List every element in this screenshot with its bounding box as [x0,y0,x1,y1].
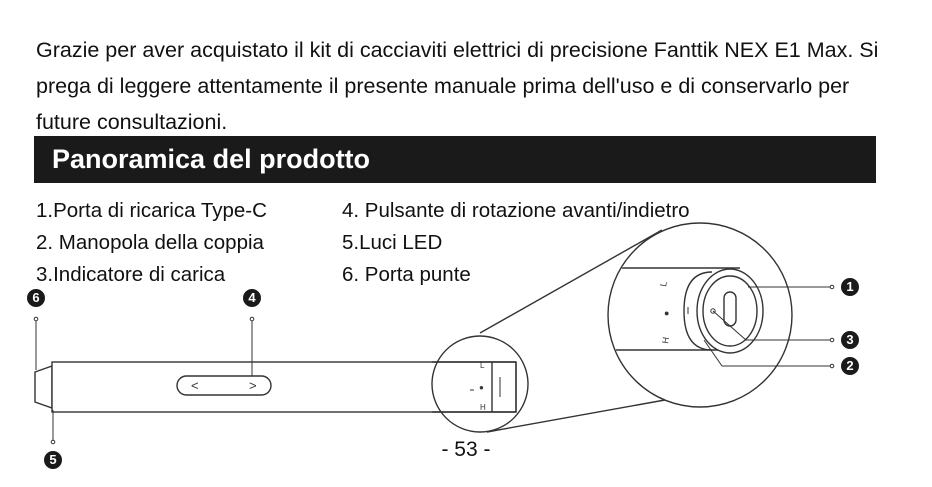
feature-4: 4. Pulsante di rotazione avanti/indietro [342,199,690,222]
feature-3: 3.Indicatore di carica [36,263,226,286]
callout-3: 3 [841,331,859,349]
section-title: Panoramica del prodotto [52,144,371,174]
callout-line-3 [712,310,830,341]
zoom-line-bottom [486,397,677,433]
bit-holder-cap [34,365,53,409]
page-number: - 53 - [441,438,491,461]
zoom-line-top [479,229,663,334]
callout-2: 2 [841,357,859,375]
callout-4: 4 [243,289,261,307]
mark-dot-zoom: ● [664,308,669,318]
zoom-end-face [696,268,764,354]
zoom-end-cap [683,271,713,351]
feature-1: 1.Porta di ricarica Type-C [36,199,267,222]
callout-line-2 [703,339,830,367]
screwdriver-body [51,361,517,413]
zoom-charge-indicator [710,308,716,314]
feature-5: 5.Luci LED [342,231,443,254]
arrow-left-icon: < [191,378,199,393]
mark-l-small: L [480,361,485,370]
mark-l-zoom: L [658,281,669,288]
callout-6: 6 [27,289,45,307]
arrow-right-icon: > [249,378,257,393]
callout-1: 1 [841,278,859,296]
mark-h-small: H [480,403,486,412]
mark-dot-small: ● [479,383,484,392]
section-header: Panoramica del prodotto [34,136,876,183]
callout-5: 5 [44,451,62,469]
intro-paragraph: Grazie per aver acquistato il kit di cac… [36,38,879,134]
rotation-button [176,375,272,396]
feature-2: 2. Manopola della coppia [36,231,264,254]
zoom-source-circle [431,335,529,433]
mark-h-zoom: H [660,336,671,344]
feature-6: 6. Porta punte [342,263,471,286]
